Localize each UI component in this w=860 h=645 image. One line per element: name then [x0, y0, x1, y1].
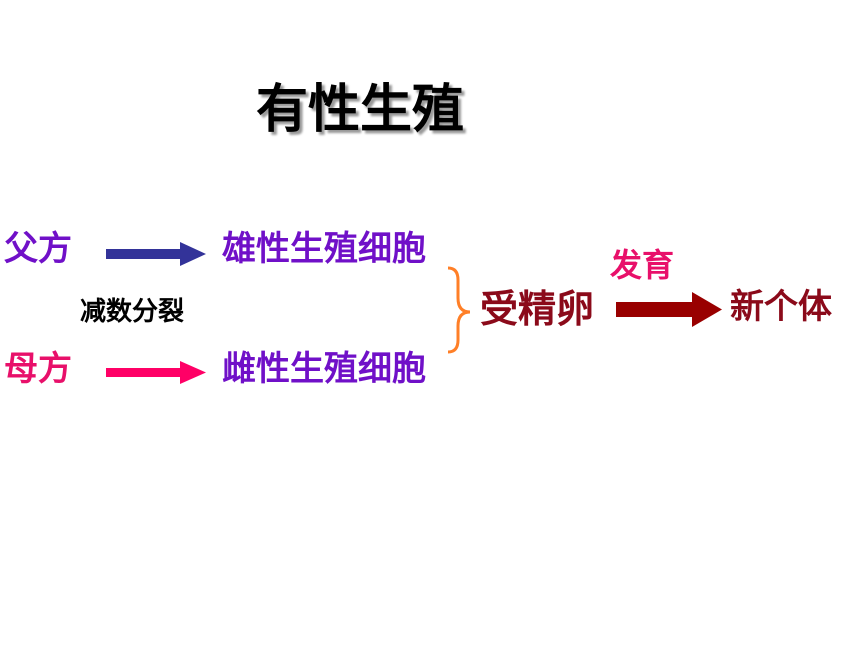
- new-individual-label: 新个体: [730, 287, 832, 327]
- meiosis-label: 减数分裂: [80, 297, 185, 327]
- development-label: 发育: [610, 246, 675, 284]
- male-gamete-label: 雄性生殖细胞: [222, 229, 426, 269]
- development-arrow: [616, 292, 722, 327]
- female-gamete-label: 雌性生殖细胞: [222, 349, 426, 389]
- mother-label: 母方: [4, 349, 72, 389]
- brace: [447, 266, 471, 354]
- father-arrow: [106, 242, 206, 266]
- slide-title: 有性生殖: [256, 80, 465, 140]
- mother-arrow: [106, 361, 206, 384]
- father-label: 父方: [4, 229, 72, 269]
- zygote-label: 受精卵: [480, 287, 595, 331]
